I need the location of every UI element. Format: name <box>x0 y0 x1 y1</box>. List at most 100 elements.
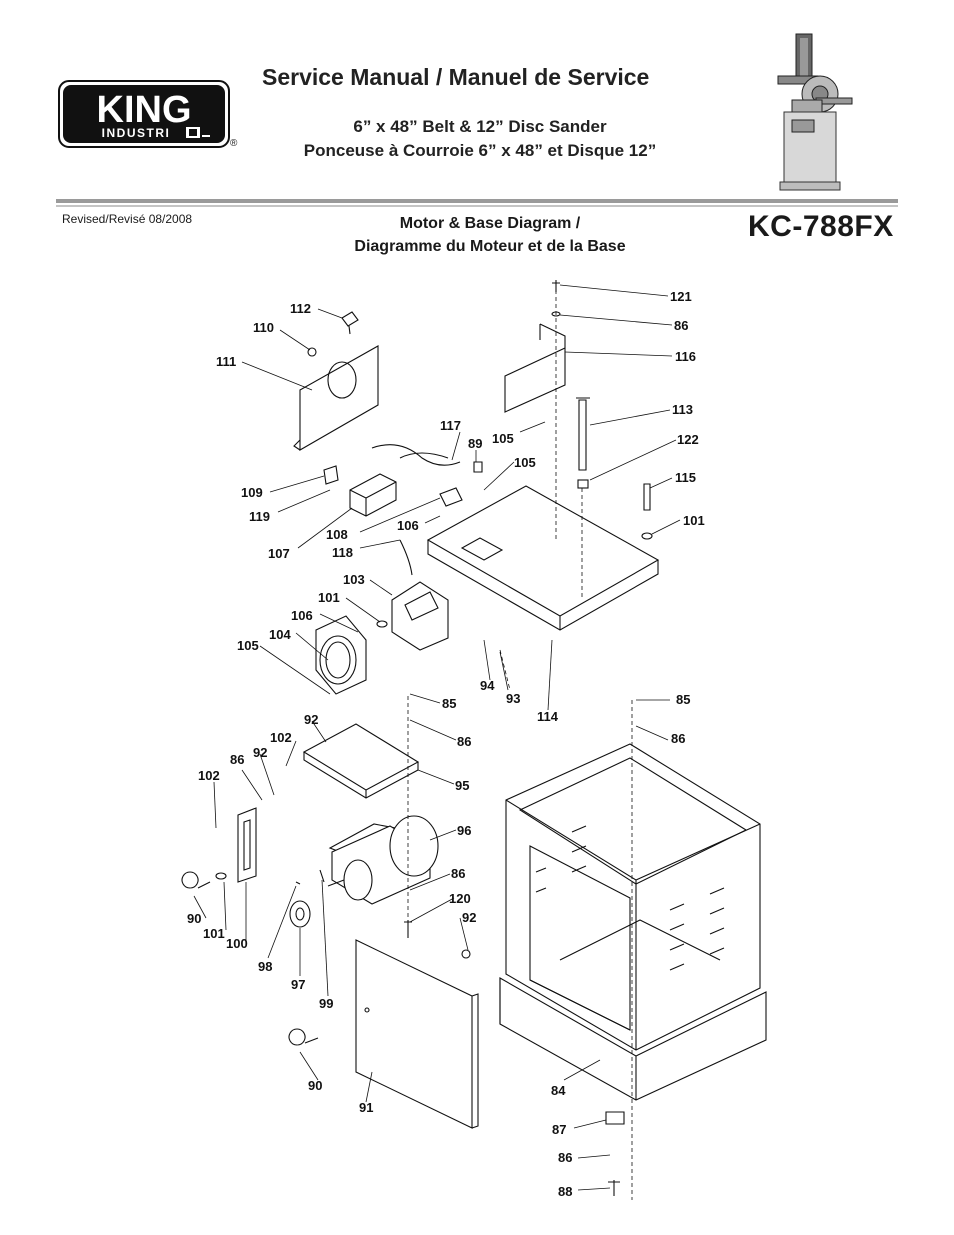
part-label-116: 116 <box>675 349 696 364</box>
motor-96 <box>327 815 439 905</box>
cabinet-base-84 <box>499 743 767 1101</box>
part-label-105: 105 <box>237 638 259 653</box>
part-label-103: 103 <box>343 572 365 587</box>
washer-101-top <box>641 532 653 540</box>
dust-port-104 <box>315 615 367 695</box>
base-top-plate-114 <box>426 485 660 631</box>
king-industrial-logo: KING INDUSTRI <box>58 80 230 148</box>
part-label-118: 118 <box>332 545 353 560</box>
connector-108 <box>439 487 463 507</box>
power-cord-117 <box>371 444 461 466</box>
diagram-title-french: Diagramme du Moteur et de la Base <box>354 238 626 255</box>
part-label-89: 89 <box>468 436 482 451</box>
part-label-95: 95 <box>455 778 469 793</box>
part-label-101: 101 <box>203 926 225 941</box>
part-label-86: 86 <box>451 866 465 881</box>
part-label-114: 114 <box>537 709 559 724</box>
part-label-105: 105 <box>492 431 514 446</box>
knob-112 <box>341 311 359 335</box>
registered-mark: ® <box>230 138 238 149</box>
part-label-85: 85 <box>442 696 456 711</box>
part-label-102: 102 <box>270 730 292 745</box>
revision-date: Revised/Revisé 08/2008 <box>62 212 193 226</box>
part-label-99: 99 <box>319 996 333 1011</box>
part-label-106: 106 <box>397 518 419 533</box>
part-label-86: 86 <box>671 731 685 746</box>
subtitle-french: Ponceuse à Courroie 6” x 48” et Disque 1… <box>303 141 657 160</box>
part-label-84: 84 <box>551 1083 566 1098</box>
part-label-93: 93 <box>506 691 520 706</box>
part-label-122: 122 <box>677 432 699 447</box>
part-label-92: 92 <box>253 745 267 760</box>
part-label-101: 101 <box>318 590 340 605</box>
part-label-90: 90 <box>308 1078 322 1093</box>
part-label-121: 121 <box>670 289 692 304</box>
part-label-87: 87 <box>552 1122 566 1137</box>
part-label-120: 120 <box>449 891 471 906</box>
nut-92-lower <box>461 949 471 959</box>
part-label-102: 102 <box>198 768 220 783</box>
motor-mount-95 <box>302 723 420 799</box>
knob-90-lower <box>288 1028 319 1046</box>
diagram-title: Motor & Base Diagram / Diagramme du Mote… <box>296 212 684 258</box>
knob-90-upper <box>181 871 211 889</box>
part-label-105: 105 <box>514 455 536 470</box>
washer-101-mid <box>376 620 388 628</box>
washer-101-left <box>215 872 227 880</box>
part-label-107: 107 <box>268 546 290 561</box>
part-label-110: 110 <box>253 320 274 335</box>
part-label-106: 106 <box>291 608 313 623</box>
screw-88 <box>608 1180 620 1196</box>
back-cover-plate <box>293 345 379 451</box>
nut-122 <box>577 479 589 489</box>
cable-118 <box>399 539 413 576</box>
pin-115 <box>643 483 651 511</box>
bracket-plate-116 <box>504 323 566 413</box>
part-label-94: 94 <box>480 678 495 693</box>
part-label-100: 100 <box>226 936 248 951</box>
part-label-108: 108 <box>326 527 348 542</box>
screw-120 <box>404 920 412 938</box>
leader-lines <box>193 284 681 1191</box>
adapter-103 <box>391 581 449 651</box>
part-label-88: 88 <box>558 1184 572 1199</box>
bolt-113 <box>576 397 590 471</box>
part-label-112: 112 <box>290 301 311 316</box>
part-label-91: 91 <box>359 1100 373 1115</box>
header-rule-thin <box>56 205 898 207</box>
assembly-lines <box>407 290 633 1200</box>
part-label-96: 96 <box>457 823 471 838</box>
part-label-86: 86 <box>457 734 471 749</box>
switch-box-107 <box>349 473 397 517</box>
product-subtitle: 6” x 48” Belt & 12” Disc Sander Ponceuse… <box>262 115 698 163</box>
header-rule <box>56 199 898 203</box>
bracket-100 <box>237 807 257 883</box>
part-label-111: 111 <box>216 354 236 369</box>
part-label-101: 101 <box>683 513 705 528</box>
pulley-97 <box>289 900 311 928</box>
part-label-109: 109 <box>241 485 263 500</box>
part-label-113: 113 <box>672 402 693 417</box>
part-label-119: 119 <box>249 509 270 524</box>
part-label-92: 92 <box>304 712 318 727</box>
knob-110 <box>307 347 317 357</box>
strain-relief-89 <box>473 461 483 473</box>
svg-text:INDUSTRI: INDUSTRI <box>102 126 171 140</box>
part-label-92: 92 <box>462 910 476 925</box>
model-number: KC-788FX <box>748 210 894 243</box>
switch-109 <box>323 465 339 485</box>
part-label-86: 86 <box>230 752 244 767</box>
part-label-104: 104 <box>269 627 291 642</box>
leveling-foot-87 <box>605 1111 625 1125</box>
page-title: Service Manual / Manuel de Service <box>262 64 650 90</box>
side-door-91 <box>355 939 479 1129</box>
part-label-85: 85 <box>676 692 690 707</box>
part-label-115: 115 <box>675 470 696 485</box>
svg-text:KING: KING <box>97 89 192 131</box>
diagram-title-english: Motor & Base Diagram / <box>399 215 581 232</box>
part-label-98: 98 <box>258 959 272 974</box>
part-label-86: 86 <box>674 318 688 333</box>
part-label-90: 90 <box>187 911 201 926</box>
subtitle-english: 6” x 48” Belt & 12” Disc Sander <box>353 117 607 136</box>
